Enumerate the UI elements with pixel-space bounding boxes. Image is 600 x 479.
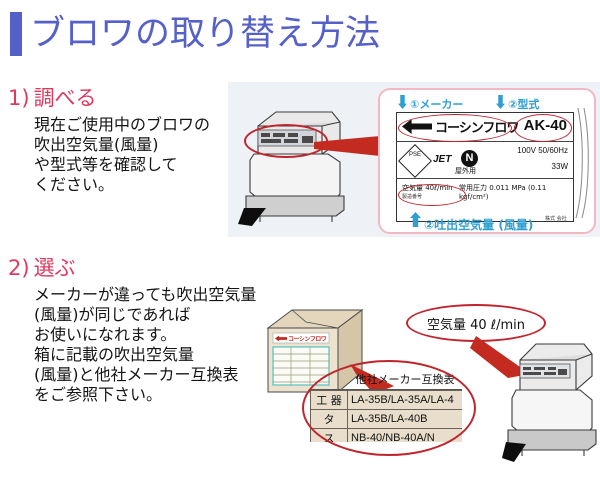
blower-photo-svg (238, 111, 345, 226)
step-1-body: 現在ご使用中のブロワの 吹出空気量(風量) や型式等を確認して ください。 (34, 115, 210, 195)
box-brand-logo-icon (275, 335, 287, 342)
step-1-number: 1) (8, 86, 30, 110)
step-1-line-3: や型式等を確認して (34, 155, 178, 174)
step-2-heading: 2) 選ぶ (8, 252, 256, 282)
power-label: 33W (551, 162, 568, 171)
figure-selection: コーシンフロワ 空気量 40 ℓ/min 他社メーカー互換表 工 器 LA-35… (258, 292, 600, 467)
usage-label: 屋外用 (455, 167, 476, 175)
pressure-label: 常用圧力 0.011 MPa (0.11 kgf/cm²) (459, 184, 547, 201)
voltage-label: 100V 50/60Hz (517, 146, 568, 155)
box-brand: コーシンフロワ (275, 334, 327, 343)
step-1-heading: 1) 調べる (8, 82, 210, 112)
annotation-maker: ①メーカー (410, 98, 464, 111)
power-cable (502, 442, 526, 462)
annotation-airflow: ②吐出空気量 (風量) (424, 218, 534, 232)
pse-mark-label: PSE (408, 152, 421, 158)
step-2-line-3: お使いになれます。 (34, 325, 177, 344)
n-mark-icon: N (461, 150, 478, 167)
down-arrow-icon-maker (398, 95, 407, 109)
step-2-title: 選ぶ (33, 256, 76, 280)
step-2-line-4: 箱に記載の吹出空気量 (34, 345, 195, 364)
decor-lines (575, 108, 589, 219)
step-2-number: 2) (8, 256, 30, 280)
title-accent-bar (10, 12, 22, 56)
model-highlight-oval (514, 114, 572, 142)
down-arrow-icon-model (496, 95, 505, 109)
step-2-line-2: (風量)が同じであれば (34, 305, 191, 324)
step-1-title: 調べる (33, 86, 97, 110)
brand-highlight-oval (398, 114, 512, 142)
company-mark: 株式 会社 (545, 216, 567, 222)
blower-illustration-svg (502, 343, 597, 462)
step-2-line-6: をご参照下さい。 (34, 385, 163, 404)
step-2-line-1: メーカーが違っても吹出空気量 (34, 285, 257, 304)
power-cable (238, 208, 266, 226)
step-2-line-5: (風量)と他社メーカー互換表 (34, 365, 239, 384)
airvolume-highlight-oval (398, 184, 466, 206)
box-brand-text: コーシンフロワ (288, 336, 327, 343)
up-arrow-icon-airflow (410, 212, 421, 227)
blower-illustration (502, 332, 600, 462)
nameplate-row-specs: PSE JET N 屋外用 100V 50/60Hz 33W (397, 142, 573, 179)
page-title: ブロワの取り替え方法 (10, 12, 380, 56)
nameplate-callout: ①メーカー ②型式 コーシンフロワ AK-40 PSE JET N 屋外用 10… (378, 88, 596, 234)
pointer-arrow-3 (470, 336, 530, 378)
step-2: 2) 選ぶ メーカーが違っても吹出空気量 (風量)が同じであれば お使いになれま… (8, 252, 256, 405)
step-1-line-1: 現在ご使用中のブロワの (34, 115, 211, 134)
step-2-body: メーカーが違っても吹出空気量 (風量)が同じであれば お使いになれます。 箱に記… (34, 285, 256, 405)
step-1-line-2: 吹出空気量(風量) (34, 135, 159, 154)
figure-nameplate-detail: ①メーカー ②型式 コーシンフロワ AK-40 PSE JET N 屋外用 10… (228, 82, 600, 237)
blower-photo (236, 96, 356, 226)
step-1-line-4: ください。 (34, 175, 115, 194)
jet-mark-label: JET (433, 154, 452, 165)
annotation-model: ②型式 (508, 98, 540, 111)
pointer-arrow-1 (314, 136, 380, 156)
step-1: 1) 調べる 現在ご使用中のブロワの 吹出空気量(風量) や型式等を確認して く… (8, 82, 210, 195)
page-title-text: ブロワの取り替え方法 (30, 14, 381, 54)
compatibility-highlight-ellipse (302, 360, 476, 456)
